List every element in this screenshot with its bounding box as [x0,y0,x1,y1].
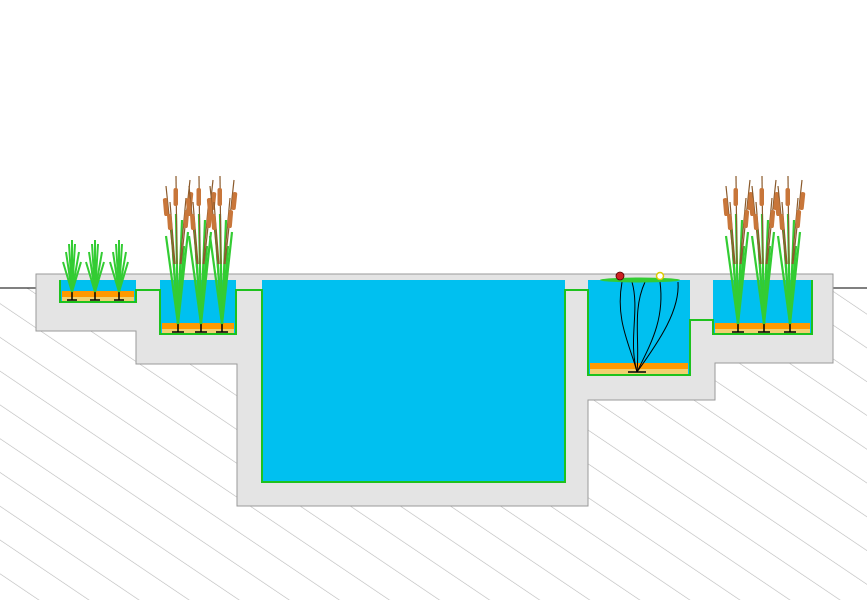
substrate-shelf-left-shallow [62,291,134,301]
water-lily [600,271,680,373]
water-lily-flower-red [615,271,625,281]
water-lily-flower-yellow [655,271,665,281]
rush-plant [85,240,105,301]
rush-plant [62,240,82,301]
liner [59,280,813,483]
substrate-shelf-right-mid [715,323,810,333]
rush-plant [109,240,129,301]
substrate-shelf-left-mid [162,323,234,333]
